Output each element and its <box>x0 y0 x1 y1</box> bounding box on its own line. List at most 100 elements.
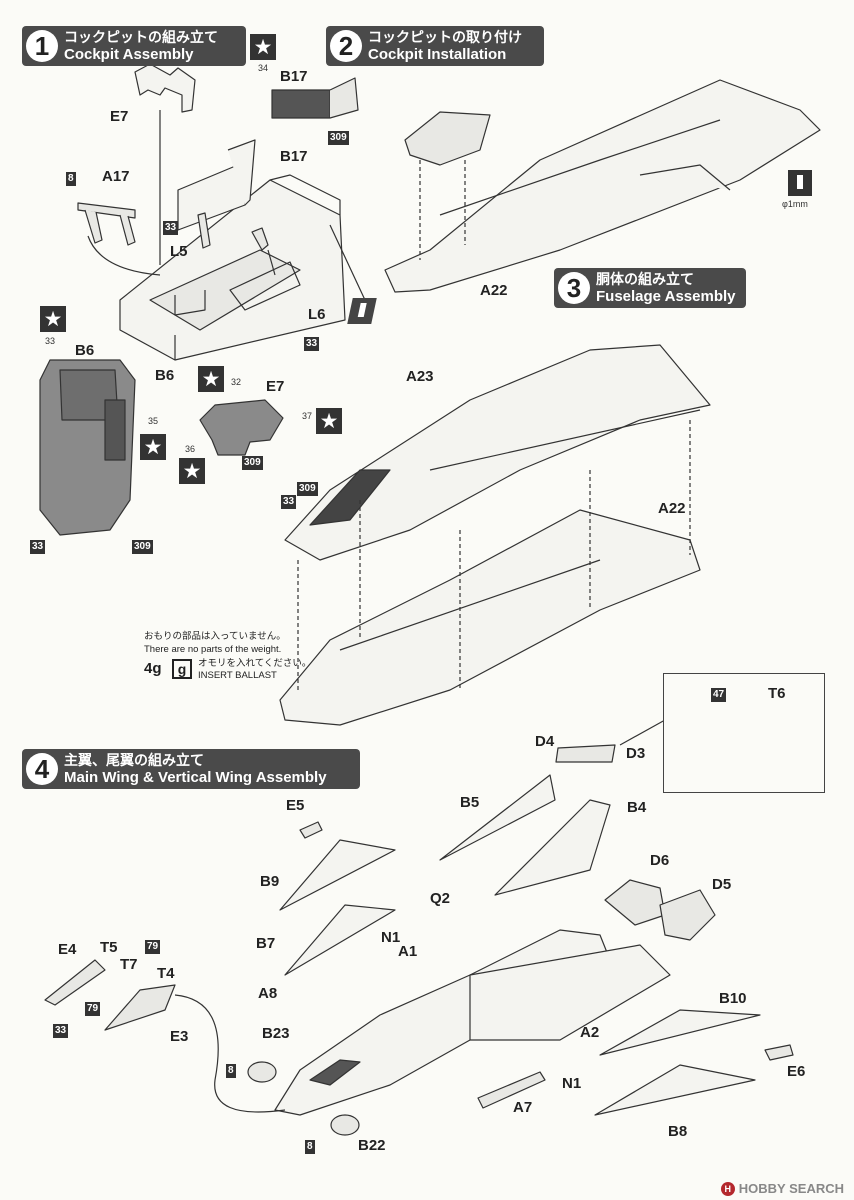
color-code-309-e7: 309 <box>242 456 263 470</box>
color-code-33-b6: 33 <box>30 540 46 554</box>
part-label-t4: T4 <box>157 965 175 982</box>
weight-note-en: There are no parts of the weight. <box>144 644 282 655</box>
color-code-33-l5: 33 <box>163 221 179 235</box>
part-label-b23: B23 <box>262 1025 290 1042</box>
step-2-number: 2 <box>330 30 362 62</box>
part-label-e7: E7 <box>110 108 129 125</box>
part-label-b9: B9 <box>260 873 280 890</box>
instrument-panel-b17-drawing <box>177 139 256 231</box>
cockpit-tub-drawing <box>119 174 366 361</box>
decal-star-icon-4: ★ <box>198 366 224 392</box>
part-label-a23: A23 <box>406 368 434 385</box>
part-label-b7: B7 <box>256 935 276 952</box>
part-label-d4: D4 <box>535 733 555 750</box>
intake-b23-drawing <box>247 1061 277 1083</box>
detail-inset <box>663 673 825 793</box>
b17-decal-panel <box>271 77 359 119</box>
weight-insert-jp: オモリを入れてください。 <box>198 658 312 669</box>
step-3-title-en: Fuselage Assembly <box>596 288 736 305</box>
step-2-title-en: Cockpit Installation <box>368 46 507 63</box>
part-label-t5: T5 <box>100 939 118 956</box>
part-label-e5: E5 <box>286 797 305 814</box>
part-label-b17: B17 <box>280 148 308 165</box>
aircraft-assembled-drawing <box>274 929 671 1116</box>
intake-b22-drawing <box>330 1114 360 1136</box>
part-label-d3: D3 <box>626 745 646 762</box>
part-label-e7-decal: E7 <box>266 378 285 395</box>
fuselage-half-a22-top-drawing <box>384 79 821 293</box>
part-label-a1: A1 <box>398 943 418 960</box>
step-2-header: 2 コックピットの取り付け Cockpit Installation <box>326 26 544 66</box>
bulkhead-a17-drawing <box>77 202 136 246</box>
decal-number-37: 37 <box>302 411 313 421</box>
seat-e7-drawing <box>134 63 196 113</box>
decal-star-icon-5: ★ <box>316 408 342 434</box>
color-code-309: 309 <box>328 131 349 145</box>
decal-number-35: 35 <box>148 416 159 426</box>
decal-number-36: 36 <box>185 444 196 454</box>
step-1-title-en: Cockpit Assembly <box>64 46 194 63</box>
color-code-47: 47 <box>711 688 727 702</box>
step-4-title-jp: 主翼、尾翼の組み立て <box>64 752 204 768</box>
part-label-b10: B10 <box>719 990 747 1007</box>
e7-panel-decal-drawing <box>199 399 284 456</box>
part-label-b5: B5 <box>460 794 480 811</box>
part-label-e6: E6 <box>787 1063 806 1080</box>
weight-note-jp: おもりの部品は入っていません。 <box>144 631 286 642</box>
step-1-number: 1 <box>26 30 58 62</box>
tank-a7-drawing <box>477 1071 546 1109</box>
decal-number-34: 34 <box>258 63 269 73</box>
drill-size: φ1mm <box>782 199 808 209</box>
decal-star-icon: ★ <box>250 34 276 60</box>
nose-e4-e3-drawing <box>44 959 176 1031</box>
color-code-33-l6: 33 <box>304 337 320 351</box>
fuselage-upper-a23-drawing <box>284 344 711 561</box>
brand-name: HOBBY SEARCH <box>738 1181 844 1196</box>
color-code-8-b23: 8 <box>226 1064 236 1078</box>
part-label-d5: D5 <box>712 876 732 893</box>
color-code-33-canopy: 33 <box>281 495 297 509</box>
part-label-q2: Q2 <box>430 890 451 907</box>
wing-b5-drawing <box>439 774 556 861</box>
part-label-a22-fuselage: A22 <box>658 500 686 517</box>
decal-number-33: 33 <box>45 336 56 346</box>
decal-star-icon-2: ★ <box>40 306 66 332</box>
fuselage-lower-a22-drawing <box>279 509 701 726</box>
wing-b9-drawing <box>279 839 396 911</box>
step-3-title-jp: 胴体の組み立て <box>596 271 694 287</box>
decal-number-32: 32 <box>231 377 242 387</box>
part-label-b4: B4 <box>627 799 647 816</box>
step-1-header: 1 コックピットの組み立て Cockpit Assembly <box>22 26 246 66</box>
part-label-a17: A17 <box>102 168 130 185</box>
wing-b10-drawing <box>599 1009 761 1056</box>
part-label-e4: E4 <box>58 941 77 958</box>
step-4-title-en: Main Wing & Vertical Wing Assembly <box>64 769 327 786</box>
part-label-b6-decal: B6 <box>75 342 95 359</box>
console-decal-drawing <box>39 359 136 536</box>
part-label-a22: A22 <box>480 282 508 299</box>
color-code-33-e3: 33 <box>53 1024 69 1038</box>
brand-watermark: H HOBBY SEARCH <box>720 1181 844 1196</box>
part-label-a2: A2 <box>580 1024 600 1041</box>
decal-star-icon-3: ★ <box>140 434 166 460</box>
color-code-309-b6: 309 <box>132 540 153 554</box>
part-label-t7: T7 <box>120 956 138 973</box>
part-label-l6: L6 <box>308 306 326 323</box>
part-label-n1: N1 <box>381 929 401 946</box>
stick-l5-drawing <box>197 212 211 249</box>
part-label-t6: T6 <box>768 685 786 702</box>
weight-insert-en: INSERT BALLAST <box>198 670 277 681</box>
brand-logo-icon: H <box>720 1181 735 1196</box>
color-code-79: 79 <box>145 940 161 954</box>
engine-d5-d6-drawing <box>604 879 716 941</box>
step-3-number: 3 <box>558 272 590 304</box>
part-label-l5: L5 <box>170 243 188 260</box>
decal-star-icon-6: ★ <box>179 458 205 484</box>
color-code-79-e4: 79 <box>85 1002 101 1016</box>
weight-icon: g <box>172 659 192 679</box>
part-label-b8: B8 <box>668 1123 688 1140</box>
part-label-a7: A7 <box>513 1099 533 1116</box>
step-1-title-jp: コックピットの組み立て <box>64 29 218 45</box>
part-label-e3: E3 <box>170 1028 189 1045</box>
